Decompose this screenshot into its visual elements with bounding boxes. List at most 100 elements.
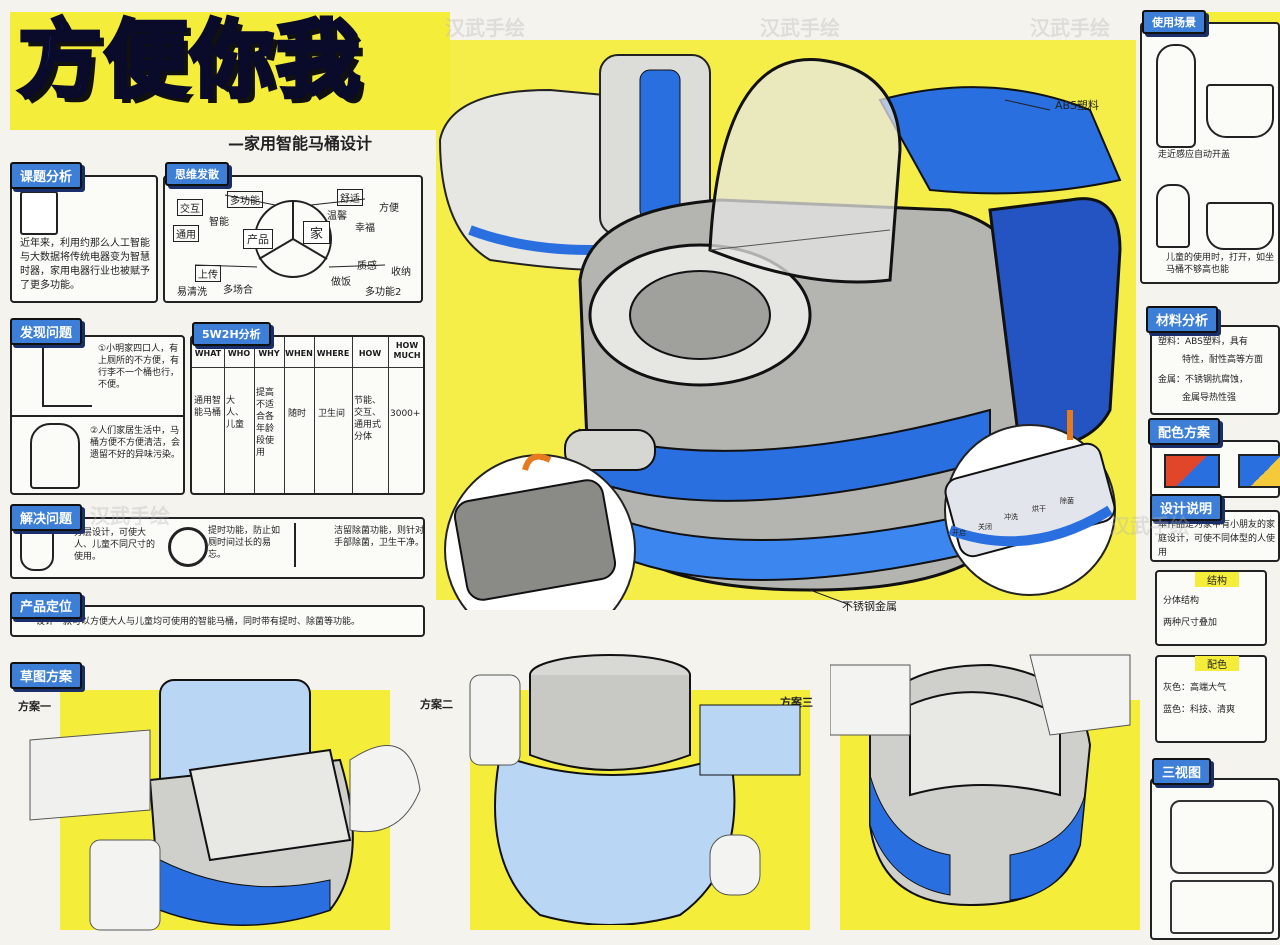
title-main: 方便你我 — [16, 9, 363, 111]
mindmap-word: 多功能 — [227, 191, 263, 208]
problem-item-2: ②人们家居生活中，马桶方便不方便清洁，会遗留不好的异味污染。 — [90, 426, 181, 460]
structure-line-1: 分体结构 — [1163, 596, 1200, 606]
color-swatch-red-blue — [1164, 454, 1220, 488]
w5h2-cell: 卫生间 — [318, 409, 346, 419]
steel-annotation: 不锈钢金属 — [842, 600, 897, 613]
solve-tag: 解决问题 — [10, 504, 83, 531]
w5h2-cell: 提高不适合各年龄段使用 — [256, 388, 275, 458]
material-line-2: 特性，耐性高等方面 — [1182, 355, 1264, 365]
abs-annotation: ABS塑料 — [1055, 99, 1099, 112]
mindmap-word: 交互 — [177, 199, 203, 216]
usage-line-2: 儿童的使用时，打开，如坐马桶不够高也能 — [1166, 253, 1275, 275]
structure-tag: 结构 — [1195, 572, 1239, 587]
problem-item-1: ①小明家四口人，有上厕所的不方便，有行李不一个桶也行，不便。 — [98, 344, 180, 390]
material-box: 塑料：ABS塑料，具有 特性，耐性高等方面 金属：不锈钢抗腐蚀， 金属导热性强 — [1150, 325, 1280, 415]
position-text: 设计一款可以方便大人与儿童均可使用的智能马桶，同时带有提时、除菌等功能。 — [36, 617, 361, 627]
watermark: 汉武手绘 — [445, 16, 525, 40]
child-sketch-icon — [30, 423, 80, 489]
mindmap-box: 产品 家 交互 多功能 智能 通用 舒适 方便 温馨 幸福 上传 易清洗 多场合… — [163, 175, 423, 303]
stick-figure-icon — [1156, 44, 1196, 148]
plan3-sketch — [830, 654, 1131, 907]
usage-box: 走近感应自动开盖 儿童的使用时，打开，如坐马桶不够高也能 — [1140, 22, 1280, 284]
title-highlight — [10, 12, 450, 130]
toilet-open-icon — [1206, 84, 1274, 138]
position-tag: 产品定位 — [10, 592, 83, 619]
mindmap-word: 质感 — [357, 261, 377, 272]
w5h2-cell: 随时 — [288, 409, 307, 419]
views-box — [1150, 778, 1280, 940]
panel-label: 烘干 — [1032, 505, 1046, 513]
face-sketch-icon — [294, 523, 326, 567]
watermark: 汉武手绘 — [760, 16, 840, 40]
mindmap-word: 多功能2 — [365, 287, 402, 298]
w5h2-cell: 通用智能马桶 — [194, 396, 222, 418]
solve-item-3: 洁留除菌功能，则针对手部除菌，卫生干净。 — [334, 526, 425, 548]
document-icon — [20, 191, 58, 235]
mindmap-word: 智能 — [209, 217, 229, 228]
w5h2-header: WHERE — [316, 349, 350, 358]
mindmap-word: 多场合 — [223, 285, 253, 296]
sketch-tag: 草图方案 — [10, 662, 83, 689]
person-sketch-icon — [42, 345, 92, 407]
watermark: 汉武手绘 — [90, 504, 170, 528]
colorsub-line-2: 蓝色：科技、清爽 — [1163, 705, 1236, 715]
design-text: 本作品是为家中有小朋友的家庭设计，可使不同体型的人使用 — [1158, 520, 1276, 558]
structure-line-2: 两种尺寸叠加 — [1163, 618, 1218, 628]
panel-label: 冲洗 — [1004, 513, 1018, 521]
mindmap-center-right: 家 — [303, 221, 331, 244]
w5h2-cell: 大人、儿童 — [226, 396, 245, 430]
w5h2-header: HOW MUCH — [393, 341, 421, 360]
watermark: 汉武手绘 — [1030, 16, 1110, 40]
color-box — [1150, 440, 1280, 498]
w5h2-header: HOW — [358, 349, 382, 358]
w5h2-tag: 5W2H分析 — [192, 322, 271, 346]
child-figure-icon — [1156, 184, 1190, 248]
w5h2-header: WHAT — [194, 349, 222, 358]
mindmap-word: 方便 — [379, 203, 399, 214]
mindmap-center-left: 产品 — [243, 229, 273, 249]
solve-item-1: 分层设计，可使大人、儿童不同尺寸的使用。 — [74, 528, 156, 562]
views-tag: 三视图 — [1152, 758, 1212, 785]
plan1-sketch — [29, 679, 421, 931]
usage-line-1: 走近感应自动开盖 — [1158, 150, 1231, 160]
problem-box: ①小明家四口人，有上厕所的不方便，有行李不一个桶也行，不便。 ②人们家居生活中，… — [10, 335, 185, 495]
plan2-sketch — [469, 654, 801, 925]
watermark: 汉武手绘 — [1110, 514, 1190, 538]
colorsub-tag: 配色 — [1195, 656, 1239, 671]
usage-tag: 使用场景 — [1142, 10, 1206, 34]
mindmap-word: 舒适 — [337, 189, 363, 206]
panel-label: 开启 — [952, 529, 966, 537]
w5h2-header: WHY — [258, 349, 280, 358]
colorsub-line-1: 灰色：高端大气 — [1163, 683, 1227, 693]
w5h2-cell: 3000+ — [390, 409, 421, 419]
solve-item-2: 提时功能，防止如厕时间过长的易忘。 — [208, 526, 281, 560]
mindmap-word: 上传 — [195, 265, 221, 282]
toilet-step-icon — [1206, 202, 1274, 250]
side-view-drawing — [1170, 880, 1274, 934]
mindmap-word: 做饭 — [331, 277, 351, 288]
mindmap-word: 收纳 — [391, 267, 411, 278]
topic-text: 近年来，利用约那么人工智能与大数据将传统电器变为智慧时器，家用电器行业也被赋予了… — [20, 238, 150, 291]
w5h2-table: WHAT WHO WHY WHEN WHERE HOW HOW MUCH 通用智… — [190, 335, 425, 495]
hero-toilet-illustration — [438, 54, 1122, 610]
mindmap-word: 温馨 — [327, 211, 347, 222]
plan1-label: 方案一 — [18, 700, 51, 713]
topic-box: 近年来，利用约那么人工智能与大数据将传统电器变为智慧时器，家用电器行业也被赋予了… — [10, 175, 158, 303]
mindmap-word: 通用 — [173, 225, 199, 242]
problem-tag: 发现问题 — [10, 318, 83, 345]
w5h2-cell: 节能、交互、通用式分体 — [354, 396, 382, 442]
mindmap-word: 易清洗 — [177, 287, 207, 298]
alarm-clock-icon — [168, 527, 208, 567]
material-line-4: 金属导热性强 — [1182, 393, 1237, 403]
mindmap-tag: 思维发散 — [165, 162, 229, 186]
color-swatch-blue-yellow — [1238, 454, 1280, 488]
panel-label: 关闭 — [978, 523, 992, 531]
page-title: 方便你我 — [16, 9, 363, 111]
material-tag: 材料分析 — [1146, 306, 1219, 333]
toilet-seat-icon — [20, 529, 54, 571]
w5h2-header: WHEN — [285, 349, 313, 358]
front-view-drawing — [1170, 800, 1274, 874]
material-line-1: 塑料：ABS塑料，具有 — [1158, 337, 1248, 347]
topic-tag: 课题分析 — [10, 162, 83, 189]
title-sub: —家用智能马桶设计 — [228, 134, 373, 153]
